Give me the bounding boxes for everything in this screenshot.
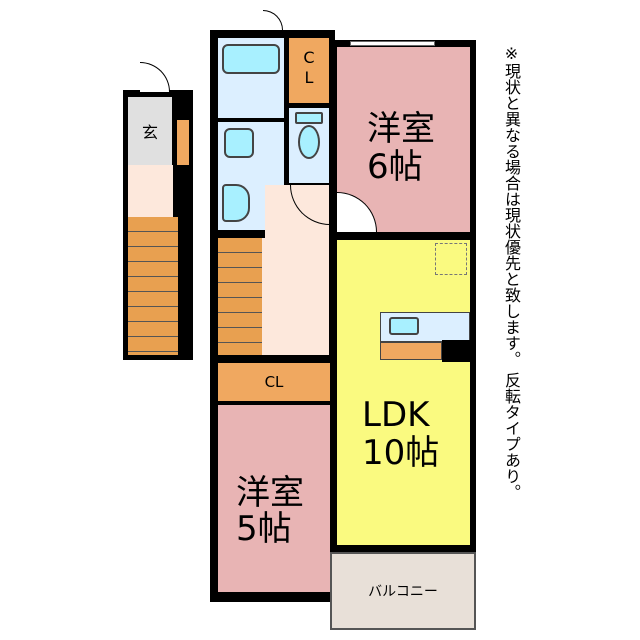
balcony-label: バルコニー [368,584,438,600]
western-5-name: 洋室 [236,473,304,513]
western-6-name: 洋室 [367,109,435,149]
entrance-label: 玄 [141,123,158,142]
shoe-closet [177,120,189,165]
stairs-left [128,217,178,355]
ldk-name: LDK [362,395,430,435]
window-top [350,41,435,46]
western-6-size: 6帖 [367,147,423,187]
fridge-space [442,340,470,362]
bath-door[interactable] [263,10,283,30]
closet-middle: CL [218,363,330,401]
ceiling-hatch-icon [435,243,467,275]
ldk: LDK 10帖 [337,240,470,545]
entrance: 玄 [128,97,172,165]
toilet-icon [298,125,320,159]
closet-top: C L [289,38,329,103]
entrance-hall [128,165,173,217]
bathroom [218,38,284,118]
western-room-6: 洋室 6帖 [337,47,470,232]
western-room-5: 洋室 5帖 [218,405,330,592]
stairs-main [218,238,262,355]
toilet-room [289,108,329,183]
ldk-size: 10帖 [362,433,440,473]
western-5-size: 5帖 [236,509,292,549]
entrance-door[interactable] [140,62,170,92]
washing-machine-icon [224,128,254,158]
disclaimer-note: ※現状と異なる場合は現状優先と致します。 反転タイプあり。 [502,44,521,501]
balcony: バルコニー [330,552,476,630]
closet-top-l: L [304,68,314,87]
washbasin-icon [222,184,250,222]
sink-icon [389,317,419,335]
stove-area [380,342,442,360]
hallway-lower [262,238,329,355]
toilet-tank-icon [295,112,323,124]
bathtub-icon [222,44,280,74]
room6-door[interactable] [337,192,377,232]
closet-top-c: C [303,48,315,67]
closet-middle-label: CL [264,373,284,391]
